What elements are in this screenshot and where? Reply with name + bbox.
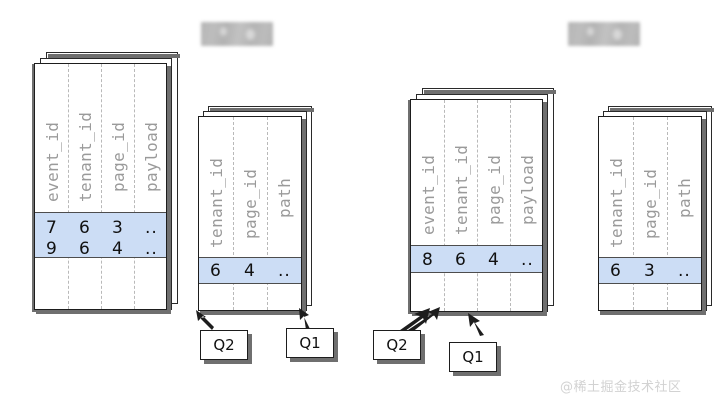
cell-value: 6	[210, 261, 221, 281]
events-table-left[interactable]: event_id tenant_id page_id payload 7 6 3…	[32, 52, 182, 314]
column-header-payload: payload	[142, 121, 161, 192]
cell-value: 9	[46, 239, 57, 259]
pages-table-left[interactable]: tenant_id page_id path 6 4 ..	[197, 106, 319, 318]
row-separator	[599, 283, 701, 284]
column-separator	[444, 100, 445, 311]
cell-value: 6	[610, 261, 621, 281]
column-separator	[667, 117, 668, 310]
cell-value: ..	[145, 239, 158, 259]
query-box-right-q1[interactable]: Q1	[449, 342, 497, 372]
column-separator	[134, 64, 135, 309]
table-sheet-front: event_id tenant_id page_id payload 8 6 4…	[410, 99, 543, 312]
column-separator	[267, 117, 268, 310]
column-header-path: path	[275, 177, 294, 218]
column-header-event-id: event_id	[419, 154, 438, 235]
connector-right-q1	[452, 302, 502, 342]
cell-value: 6	[455, 250, 466, 270]
right-heading-redacted	[568, 22, 640, 46]
cell-value: 3	[644, 261, 655, 281]
row-separator	[411, 245, 542, 246]
row-separator	[35, 257, 166, 258]
cell-value: ..	[521, 250, 534, 270]
table-sheet-front: event_id tenant_id page_id payload 7 6 3…	[34, 63, 167, 310]
stack-shadow-top	[610, 108, 714, 112]
query-box-right-q2[interactable]: Q2	[373, 330, 421, 360]
stack-shadow-top	[48, 54, 180, 58]
column-separator	[510, 100, 511, 311]
column-header-tenant-id: tenant_id	[607, 157, 626, 248]
front-shadow-bottom	[36, 309, 171, 314]
cell-value: 6	[79, 239, 90, 259]
stack-shadow-top	[210, 108, 314, 112]
cell-value: ..	[145, 218, 158, 238]
column-separator	[101, 64, 102, 309]
row-separator	[199, 283, 301, 284]
front-shadow-bottom	[200, 310, 306, 315]
pages-table-right[interactable]: tenant_id page_id path 6 3 ..	[597, 106, 715, 318]
cell-value: ..	[278, 261, 291, 281]
column-header-page-id: page_id	[641, 168, 660, 239]
connector-left-q1	[286, 298, 330, 334]
front-shadow-right	[301, 119, 306, 315]
table-grid: tenant_id page_id path 6 4 ..	[199, 117, 301, 310]
left-heading-redacted	[201, 22, 273, 46]
table-sheet-front: tenant_id page_id path 6 4 ..	[198, 116, 302, 311]
column-separator	[233, 117, 234, 310]
column-separator	[68, 64, 69, 309]
highlighted-row-band	[411, 245, 542, 272]
table-grid: event_id tenant_id page_id payload 7 6 3…	[35, 64, 166, 309]
row-separator	[35, 212, 166, 213]
column-header-tenant-id: tenant_id	[207, 157, 226, 248]
column-header-page-id: page_id	[485, 154, 504, 225]
column-header-event-id: event_id	[43, 121, 62, 202]
table-grid: tenant_id page_id path 6 3 ..	[599, 117, 701, 310]
column-header-path: path	[675, 177, 694, 218]
cell-value: 4	[112, 239, 123, 259]
column-header-tenant-id: tenant_id	[76, 111, 95, 202]
cell-value: 4	[488, 250, 499, 270]
cell-value: 7	[46, 218, 57, 238]
row-separator	[411, 272, 542, 273]
cell-value: ..	[678, 261, 691, 281]
query-box-left-q2[interactable]: Q2	[200, 330, 248, 360]
front-shadow-bottom	[412, 311, 547, 316]
table-sheet-front: tenant_id page_id path 6 3 ..	[598, 116, 702, 311]
query-box-left-q1[interactable]: Q1	[286, 328, 334, 358]
front-shadow-right	[701, 119, 706, 315]
cell-value: 4	[244, 261, 255, 281]
front-shadow-right	[166, 66, 171, 314]
cell-value: 6	[79, 218, 90, 238]
stack-shadow-top	[424, 90, 556, 94]
front-shadow-bottom	[600, 310, 706, 315]
connector-left-q2	[150, 296, 220, 336]
column-header-tenant-id: tenant_id	[452, 144, 471, 235]
cell-value: 8	[422, 250, 433, 270]
row-separator	[599, 257, 701, 258]
table-grid: event_id tenant_id page_id payload 8 6 4…	[411, 100, 542, 311]
highlighted-row-band	[35, 212, 166, 257]
events-table-right[interactable]: event_id tenant_id page_id payload 8 6 4…	[408, 88, 558, 318]
column-separator	[477, 100, 478, 311]
column-header-page-id: page_id	[241, 168, 260, 239]
highlighted-row-band	[599, 257, 701, 283]
highlighted-row-band	[199, 257, 301, 283]
column-separator	[633, 117, 634, 310]
row-separator	[199, 257, 301, 258]
cell-value: 3	[112, 218, 123, 238]
watermark: @稀土掘金技术社区	[560, 380, 682, 395]
column-header-page-id: page_id	[109, 121, 128, 192]
front-shadow-right	[542, 102, 547, 316]
column-header-payload: payload	[518, 154, 537, 225]
